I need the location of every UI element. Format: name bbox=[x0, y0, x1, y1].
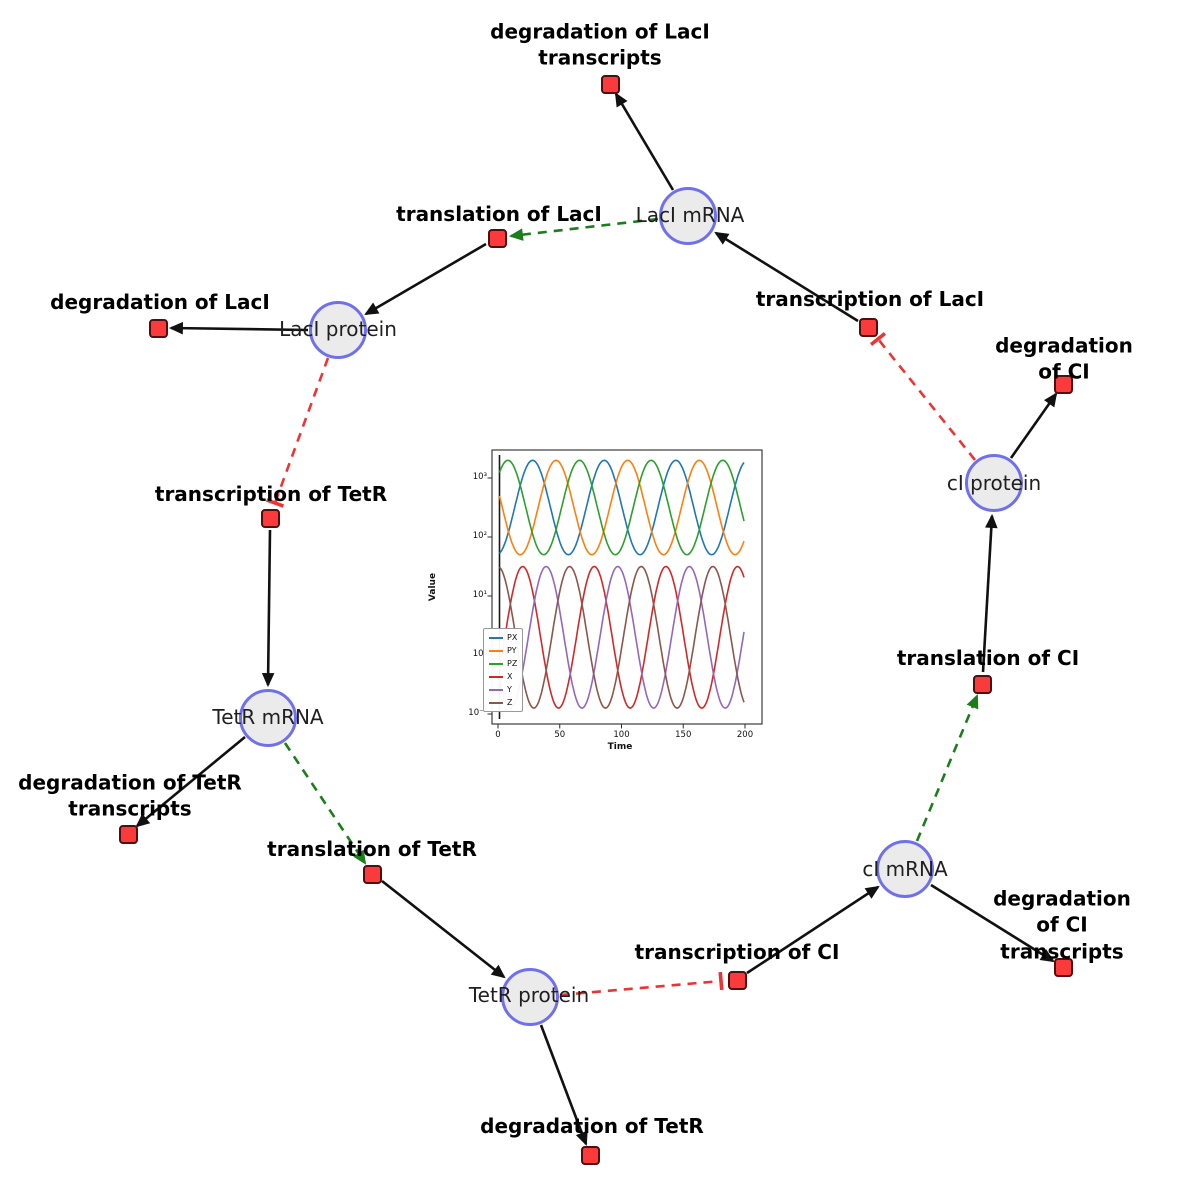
legend-swatch-PX bbox=[489, 636, 503, 639]
label-transcription-laci: transcription of LacI bbox=[755, 286, 985, 311]
chart-xtick-50: 50 bbox=[554, 730, 566, 740]
chart-ytick-1e0: 10⁰ bbox=[472, 649, 487, 659]
legend-label-x: X bbox=[507, 672, 513, 681]
legend-entry-pz: PZ bbox=[489, 658, 517, 669]
edge-laci-mrna-to-deg-laci-transcripts bbox=[614, 92, 675, 191]
chart-ylabel: Value bbox=[428, 572, 438, 602]
edge-ci-protein-to-deg-ci bbox=[1009, 392, 1058, 459]
chart-ytick-1e3: 10³ bbox=[472, 472, 487, 482]
legend-entry-py: PY bbox=[489, 645, 517, 656]
reaction-node-transcription-tetr[interactable] bbox=[260, 508, 280, 528]
edge-ci-mrna-to-deg-ci-transcripts bbox=[930, 883, 1055, 963]
label-translation-laci: translation of LacI bbox=[396, 201, 602, 226]
reaction-node-translation-tetr[interactable] bbox=[362, 864, 382, 884]
species-node-laci-mrna[interactable] bbox=[659, 187, 717, 245]
edge-ci-protein-inhibits-transcription-laci bbox=[869, 331, 977, 461]
legend-entry-z: Z bbox=[489, 697, 517, 708]
legend-entry-px: PX bbox=[489, 632, 517, 643]
label-ci-protein: cI protein bbox=[946, 470, 1042, 495]
edge-laci-protein-to-deg-laci bbox=[168, 321, 309, 335]
reaction-node-deg-ci-transcripts[interactable] bbox=[1053, 957, 1073, 977]
label-laci-protein: LacI protein bbox=[279, 316, 397, 341]
edge-tetr-protein-inhibits-transcription-ci bbox=[559, 971, 724, 997]
species-node-tetr-protein[interactable] bbox=[501, 968, 559, 1026]
edge-translation-tetr-to-tetr-protein bbox=[381, 879, 506, 979]
label-translation-ci: translation of CI bbox=[896, 645, 1080, 670]
legend-label-z: Z bbox=[507, 698, 513, 707]
label-transcription-ci: transcription of CI bbox=[634, 939, 840, 964]
edge-ci-mrna-to-translation-ci bbox=[915, 694, 979, 842]
chart-xtick-200: 200 bbox=[736, 730, 754, 740]
species-node-ci-protein[interactable] bbox=[965, 454, 1023, 512]
chart-series-PX bbox=[498, 459, 745, 556]
chart-xtick-100: 100 bbox=[613, 730, 630, 740]
edge-laci-mrna-to-translation-laci bbox=[508, 217, 659, 241]
edge-tetr-mrna-to-deg-tetr-transcripts bbox=[135, 735, 246, 828]
chart-ytick-1e2: 10² bbox=[472, 531, 487, 541]
legend-label-px: PX bbox=[507, 633, 518, 642]
reaction-node-translation-ci[interactable] bbox=[972, 674, 992, 694]
inset-chart: 10³ 10² 10¹ 10⁰ 10⁻¹ 0 50 100 150 200 Va… bbox=[425, 438, 775, 768]
edge-transcription-tetr-to-tetr-mrna bbox=[261, 529, 275, 688]
chart-ytick-1e1: 10¹ bbox=[472, 590, 487, 600]
chart-xtick-0: 0 bbox=[495, 730, 501, 740]
chart-plot-area bbox=[487, 449, 763, 729]
legend-label-py: PY bbox=[507, 646, 517, 655]
reaction-node-transcription-ci[interactable] bbox=[727, 970, 747, 990]
label-deg-laci: degradation of LacI bbox=[50, 289, 270, 314]
legend-entry-y: Y bbox=[489, 684, 517, 695]
label-transcription-tetr: transcription of TetR bbox=[154, 481, 388, 506]
chart-xtick-150: 150 bbox=[675, 730, 692, 740]
label-deg-tetr-transcripts: degradation of TetR transcripts bbox=[18, 770, 242, 821]
legend-swatch-X bbox=[489, 675, 503, 678]
species-node-laci-protein[interactable] bbox=[309, 301, 367, 359]
legend-swatch-PZ bbox=[489, 662, 503, 665]
reaction-node-translation-laci[interactable] bbox=[487, 228, 507, 248]
label-laci-mrna: LacI mRNA bbox=[635, 202, 745, 227]
reaction-node-deg-tetr[interactable] bbox=[580, 1145, 600, 1165]
legend-swatch-PY bbox=[489, 649, 503, 652]
label-deg-ci-transcripts: degradation of CI transcripts bbox=[993, 886, 1131, 964]
edge-translation-ci-to-ci-protein bbox=[981, 513, 998, 673]
label-tetr-protein: TetR protein bbox=[468, 982, 590, 1007]
edge-tetr-protein-to-deg-tetr bbox=[539, 1024, 588, 1146]
species-node-tetr-mrna[interactable] bbox=[239, 689, 297, 747]
reaction-node-deg-laci[interactable] bbox=[148, 318, 168, 338]
edge-translation-laci-to-laci-protein bbox=[364, 242, 487, 316]
chart-series-PY bbox=[498, 459, 745, 556]
edge-transcription-laci-to-laci-mrna bbox=[714, 231, 859, 323]
chart-series-X bbox=[498, 565, 745, 709]
reaction-node-deg-tetr-transcripts[interactable] bbox=[118, 824, 138, 844]
reaction-node-deg-laci-transcripts[interactable] bbox=[600, 74, 620, 94]
reaction-node-transcription-laci[interactable] bbox=[858, 317, 878, 337]
species-node-ci-mrna[interactable] bbox=[876, 840, 934, 898]
chart-series-PZ bbox=[498, 459, 745, 556]
label-deg-tetr: degradation of TetR bbox=[480, 1113, 704, 1138]
reaction-node-deg-ci[interactable] bbox=[1053, 374, 1073, 394]
label-deg-laci-transcripts: degradation of LacI transcripts bbox=[490, 19, 710, 70]
chart-legend: PX PY PZ X Y Z bbox=[483, 628, 524, 712]
legend-swatch-Z bbox=[489, 701, 503, 704]
edge-tetr-mrna-to-translation-tetr bbox=[283, 742, 367, 865]
label-translation-tetr: translation of TetR bbox=[267, 836, 477, 861]
label-deg-ci: degradation of CI bbox=[995, 333, 1133, 384]
chart-xlabel: Time bbox=[607, 742, 633, 752]
legend-entry-x: X bbox=[489, 671, 517, 682]
legend-label-y: Y bbox=[507, 685, 512, 694]
label-tetr-mrna: TetR mRNA bbox=[212, 704, 324, 729]
chart-series-Z bbox=[498, 565, 745, 709]
legend-label-pz: PZ bbox=[507, 659, 518, 668]
label-ci-mrna: cI mRNA bbox=[862, 856, 948, 881]
legend-swatch-Y bbox=[489, 688, 503, 691]
chart-ytick-1em1: 10⁻¹ bbox=[468, 708, 487, 718]
chart-series-Y bbox=[498, 565, 745, 709]
edge-transcription-ci-to-ci-mrna bbox=[746, 885, 880, 975]
edge-laci-protein-inhibits-transcription-tetr bbox=[265, 357, 330, 508]
